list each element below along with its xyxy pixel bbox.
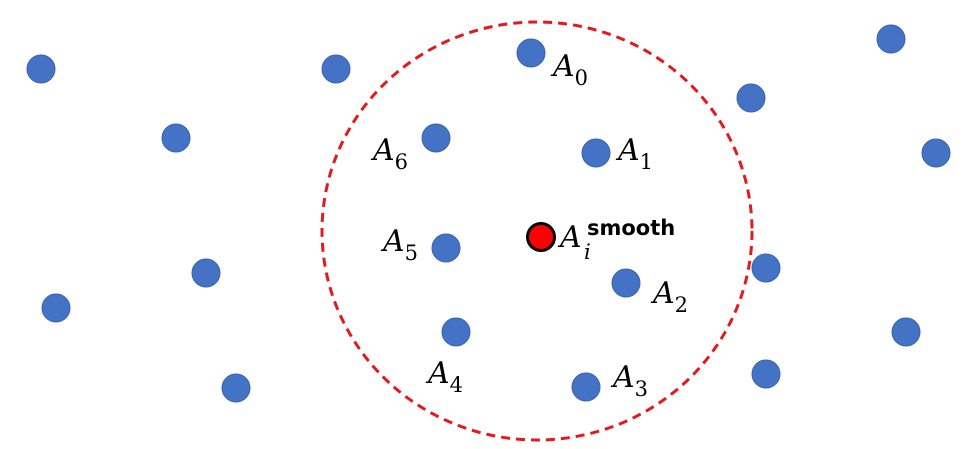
- outside-point: [26, 54, 56, 84]
- label-a6: A6: [370, 133, 408, 174]
- label-a1: A1: [615, 133, 653, 174]
- point-a0: [516, 38, 546, 68]
- outside-point: [191, 258, 221, 288]
- label-a5: A5: [380, 224, 418, 265]
- point-a1: [581, 138, 611, 168]
- label-center-sup: smooth: [587, 216, 675, 240]
- label-a2: A2: [650, 276, 688, 317]
- point-a4: [441, 317, 471, 347]
- point-a6: [421, 123, 451, 153]
- label-a0: A0: [550, 49, 588, 90]
- neighborhood-circle: [320, 20, 754, 442]
- outside-point: [751, 359, 781, 389]
- outside-point: [751, 253, 781, 283]
- outside-point: [736, 83, 766, 113]
- points-group: [26, 24, 951, 403]
- outside-point: [891, 317, 921, 347]
- outside-point: [161, 123, 191, 153]
- center-point: [526, 222, 556, 252]
- label-a4: A4: [425, 356, 463, 397]
- outside-point: [876, 24, 906, 54]
- outside-point: [221, 373, 251, 403]
- label-center-sub: i: [584, 240, 591, 264]
- point-a3: [571, 372, 601, 402]
- outside-point: [41, 293, 71, 323]
- point-a2: [611, 268, 641, 298]
- outside-point: [921, 138, 951, 168]
- outside-point: [321, 54, 351, 84]
- label-a3: A3: [610, 360, 648, 401]
- point-a5: [431, 233, 461, 263]
- label-center-base: A: [557, 220, 582, 255]
